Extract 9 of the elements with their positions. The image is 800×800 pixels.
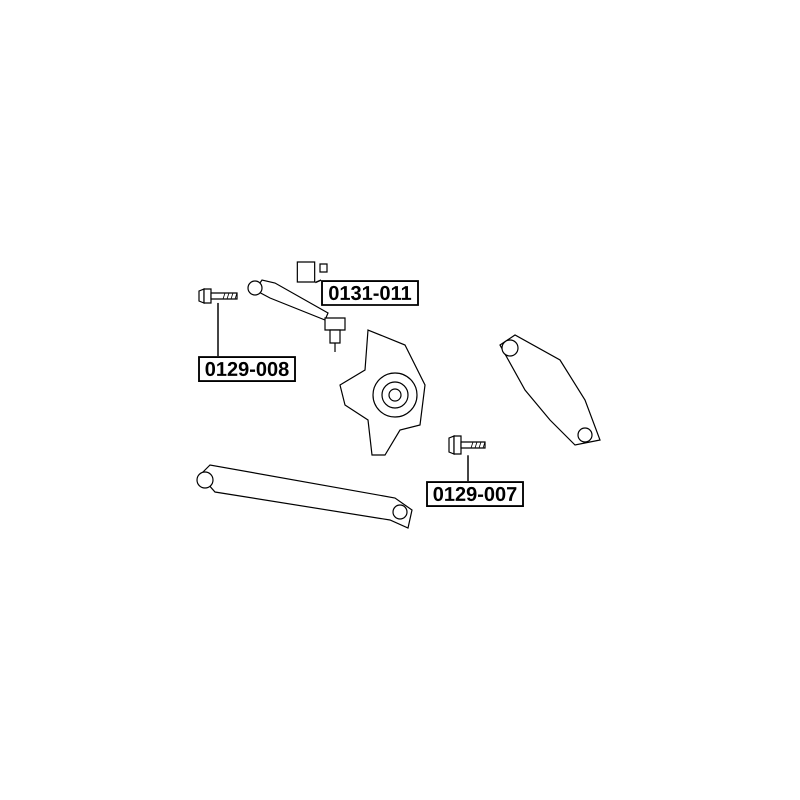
part-number-box: 0129-008: [198, 356, 296, 382]
bolt-drawing: [448, 435, 486, 455]
bushing-drawing: [296, 261, 316, 283]
part-number-box: 0129-007: [426, 481, 524, 507]
part-number-box: 0131-011: [321, 280, 419, 306]
leader-line: [217, 302, 219, 356]
leader-line: [467, 455, 469, 482]
bolt-drawing: [198, 288, 238, 304]
leader-line: [314, 279, 322, 284]
